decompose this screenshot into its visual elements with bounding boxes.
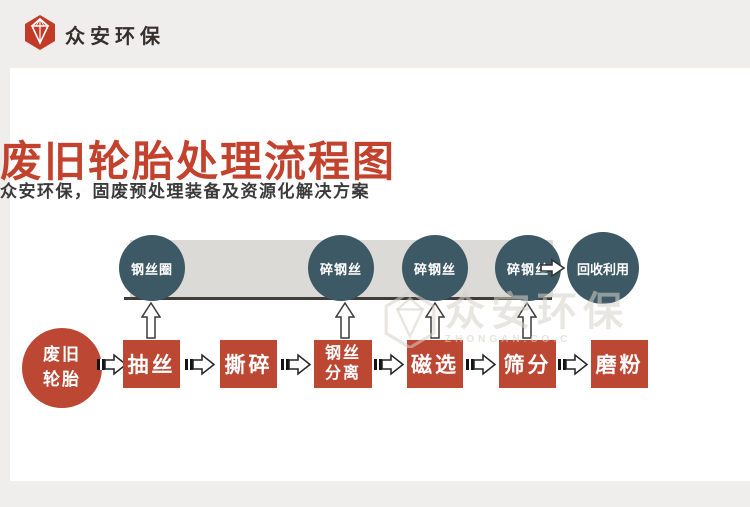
up-arrow-icon — [334, 301, 356, 344]
flow-arrow-icon — [185, 353, 216, 381]
start-label-line1: 废旧 — [43, 345, 81, 365]
start-node-waste-tire: 废旧 轮胎 — [22, 328, 102, 408]
bottom-frame-strip — [0, 481, 750, 507]
output-circle-wire-ring: 钢丝圈 — [119, 235, 185, 301]
step-label: 筛分 — [503, 354, 552, 377]
result-label: 回收利用 — [576, 261, 629, 277]
up-arrow-icon — [140, 301, 162, 344]
step-label: 磨粉 — [595, 354, 644, 377]
up-arrow-icon — [516, 301, 538, 344]
step-box-magnetic-separation: 磁选 — [407, 340, 463, 388]
flow-arrow-icon — [97, 353, 128, 381]
step-label: 抽丝 — [127, 354, 176, 377]
output-label: 碎钢丝 — [319, 261, 362, 277]
step-label-line1: 钢丝 — [324, 345, 361, 362]
step-box-wire-drawing: 抽丝 — [123, 340, 180, 388]
step-box-grinding: 磨粉 — [591, 340, 648, 388]
step-label: 撕碎 — [224, 354, 273, 377]
flow-arrow-icon — [374, 353, 405, 381]
right-arrow-icon — [539, 258, 566, 283]
page-subtitle: 众安环保，固废预处理装备及资源化解决方案 — [0, 182, 370, 201]
start-label-line2: 轮胎 — [43, 370, 81, 389]
step-box-wire-separation: 钢丝 分离 — [314, 340, 372, 388]
flow-arrow-icon — [281, 353, 312, 381]
step-label-line2: 分离 — [324, 365, 361, 382]
step-box-screening: 筛分 — [499, 340, 556, 388]
output-circle-scrap-wire-1: 碎钢丝 — [308, 235, 374, 301]
output-label: 碎钢丝 — [413, 261, 456, 277]
output-label: 碎钢丝 — [506, 261, 549, 277]
step-label: 磁选 — [411, 354, 459, 377]
page-title: 废旧轮胎处理流程图 — [0, 138, 397, 185]
hexagon-gem-icon — [23, 14, 57, 55]
up-arrow-icon — [424, 301, 446, 344]
output-circle-scrap-wire-2: 碎钢丝 — [402, 235, 468, 301]
left-frame-strip — [0, 68, 10, 481]
logo-text: 众安环保 — [65, 25, 165, 48]
step-box-shredding: 撕碎 — [220, 340, 277, 388]
flow-arrow-icon — [466, 353, 497, 381]
site-header: 众安环保 — [0, 0, 750, 68]
output-label: 钢丝圈 — [130, 261, 173, 277]
flow-arrow-icon — [558, 353, 589, 381]
site-logo[interactable]: 众安环保 — [23, 14, 165, 55]
result-circle-recycling: 回收利用 — [567, 232, 639, 304]
